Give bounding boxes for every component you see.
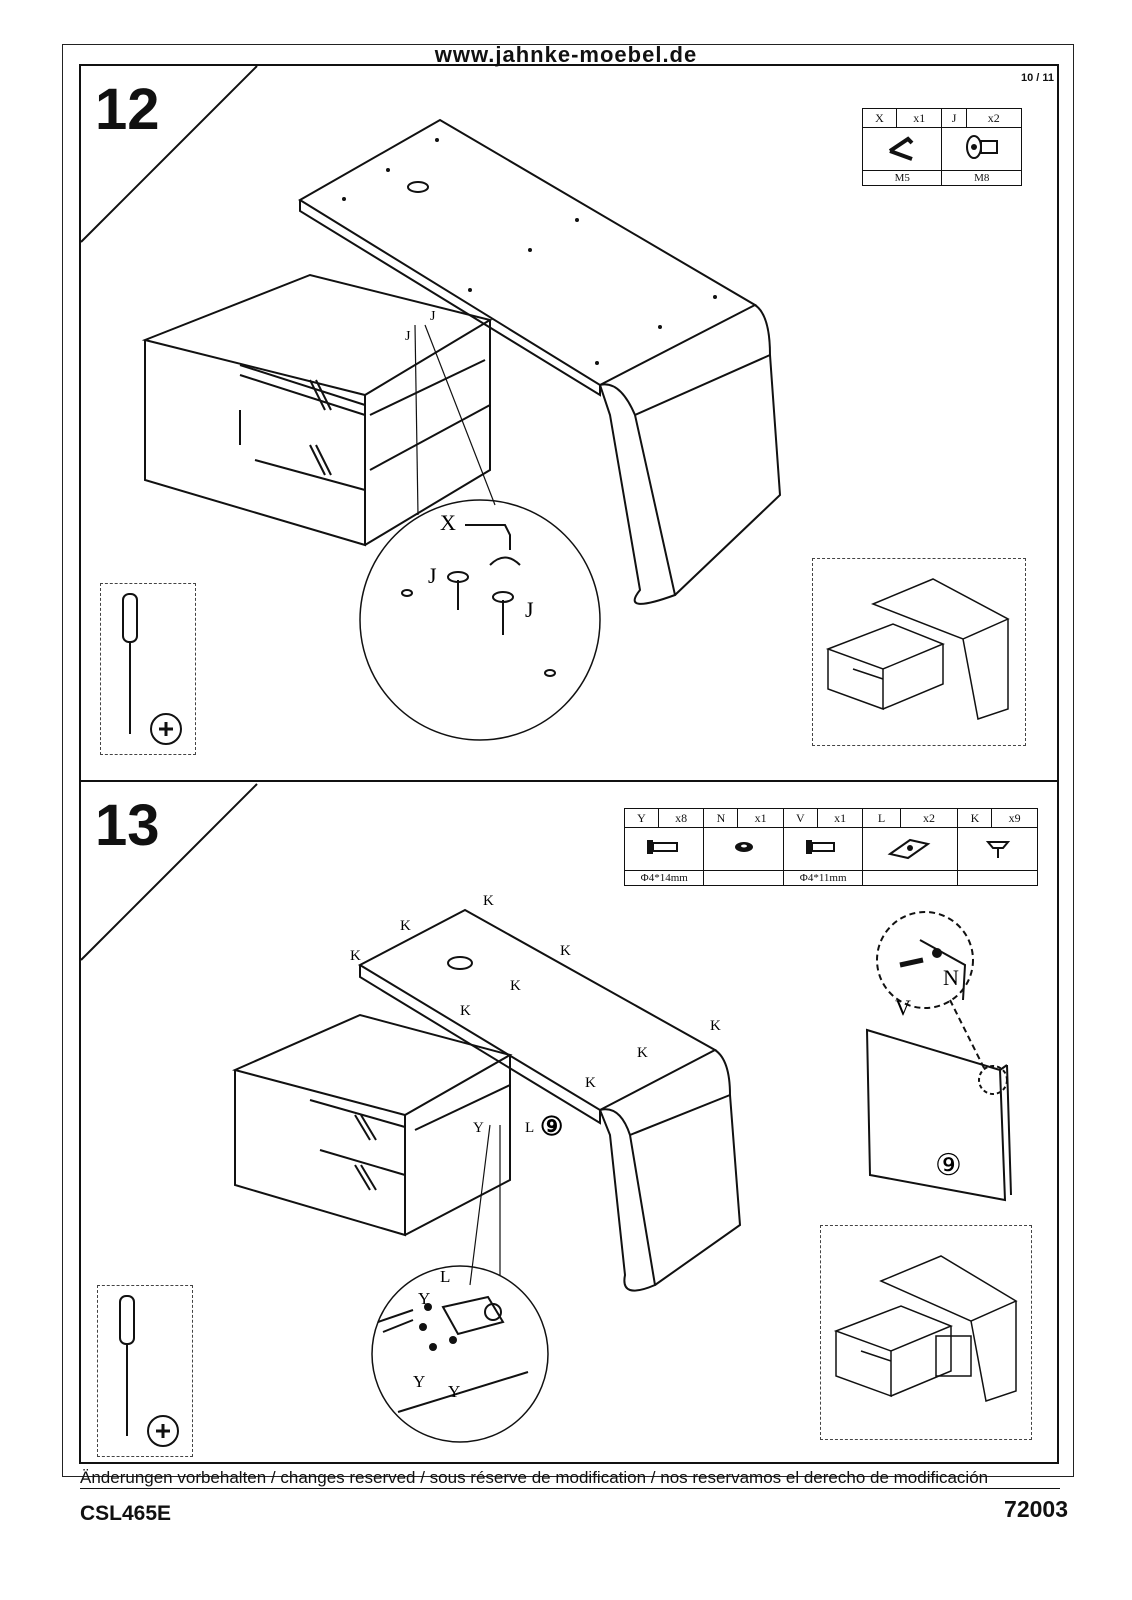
glide-label-k3: K	[350, 948, 361, 964]
step-13-desk-illustration: K K K K K K K K K Y L ⑨	[231, 895, 742, 1292]
part-n-spec	[703, 870, 784, 886]
panel-9-label: ⑨	[540, 1112, 563, 1141]
step-13-parts-table: Y x8 N x1 V x1 L x2 K x9 Φ4*14mm Φ4*11mm	[623, 808, 1038, 886]
part-x-qty: x1	[895, 108, 943, 128]
part-k-letter: K	[957, 808, 993, 828]
part-x-letter: X	[862, 108, 897, 128]
side-panel-9-label: ⑨	[935, 1149, 962, 1182]
detail-label-j-right: J	[525, 597, 534, 622]
screwdriver-icon	[119, 1295, 179, 1447]
label-j-top: J	[405, 329, 411, 344]
step-13-side-panel: N V ⑨	[865, 911, 1012, 1202]
detail-label-y3: Y	[448, 1382, 460, 1401]
step-12-corner-line	[80, 65, 258, 243]
step-12-detail-circle: X J J	[359, 499, 601, 741]
screwdriver-icon	[122, 593, 182, 745]
washer-icon	[703, 827, 784, 871]
part-v-spec: Φ4*11mm	[782, 870, 864, 886]
part-l-spec	[862, 870, 959, 886]
part-j-qty: x2	[965, 108, 1023, 128]
part-y-letter: Y	[624, 808, 659, 828]
glide-label-k6: K	[460, 1003, 471, 1019]
step-12-result-thumbnail	[812, 558, 1026, 746]
glide-label-k2: K	[400, 918, 411, 934]
step-13-tool-box	[97, 1285, 193, 1457]
detail-label-y2: Y	[413, 1372, 425, 1391]
part-n-letter: N	[703, 808, 739, 828]
detail-label-l: L	[440, 1267, 450, 1286]
hinge-label-l: L	[525, 1120, 534, 1136]
step-12-number: 12	[95, 77, 160, 142]
instruction-frame	[79, 64, 1059, 1464]
part-n-qty: x1	[737, 808, 784, 828]
hinge-icon	[862, 827, 959, 871]
step-12-desk-illustration: J J	[141, 118, 782, 605]
detail-label-j-left: J	[428, 563, 437, 588]
step-divider	[79, 780, 1059, 782]
disclaimer-text: Änderungen vorbehalten / changes reserve…	[80, 1468, 1060, 1489]
step-13-hinge-detail-circle: L Y Y Y	[371, 1265, 549, 1443]
hinge-label-y: Y	[473, 1120, 484, 1136]
detail-label-y1: Y	[418, 1289, 430, 1308]
detail-label-v: V	[895, 995, 911, 1020]
allen-key-icon	[861, 127, 943, 171]
step-12-tool-box	[100, 583, 196, 755]
glide-label-k1: K	[483, 895, 494, 909]
step-13-number: 13	[95, 793, 160, 858]
glide-label-k8: K	[637, 1045, 648, 1061]
part-l-letter: L	[862, 808, 901, 828]
part-y-qty: x8	[657, 808, 705, 828]
glide-label-k5: K	[510, 978, 521, 994]
article-code: 72003	[1004, 1496, 1068, 1522]
page-frame	[62, 44, 1074, 1477]
step-13-result-thumbnail	[820, 1225, 1032, 1440]
detail-label-x: X	[440, 510, 456, 535]
part-v-qty: x1	[816, 808, 864, 828]
glide-label-k7: K	[710, 1018, 721, 1034]
screw-icon	[623, 827, 705, 871]
part-x-spec: M5	[861, 170, 943, 186]
part-v-letter: V	[782, 808, 818, 828]
model-number: CSL465E	[80, 1502, 172, 1525]
part-j-spec: M8	[941, 170, 1022, 186]
part-l-qty: x2	[899, 808, 959, 828]
connector-bolt-icon	[941, 127, 1022, 171]
part-k-qty: x9	[991, 808, 1038, 828]
page-number: 10 / 11	[1020, 72, 1054, 84]
step-13-corner-line	[80, 783, 258, 961]
screw-icon	[782, 827, 864, 871]
glide-icon	[957, 827, 1038, 871]
detail-label-n: N	[943, 965, 959, 990]
part-j-letter: J	[941, 108, 967, 128]
glide-label-k9: K	[585, 1075, 596, 1091]
part-y-spec: Φ4*14mm	[623, 870, 705, 886]
label-j-top-2: J	[430, 309, 436, 324]
step-12-parts-table: X x1 J x2 M5 M8	[861, 108, 1023, 186]
glide-label-k4: K	[560, 943, 571, 959]
website-url: www.jahnke-moebel.de	[434, 42, 698, 67]
part-k-spec	[957, 870, 1038, 886]
